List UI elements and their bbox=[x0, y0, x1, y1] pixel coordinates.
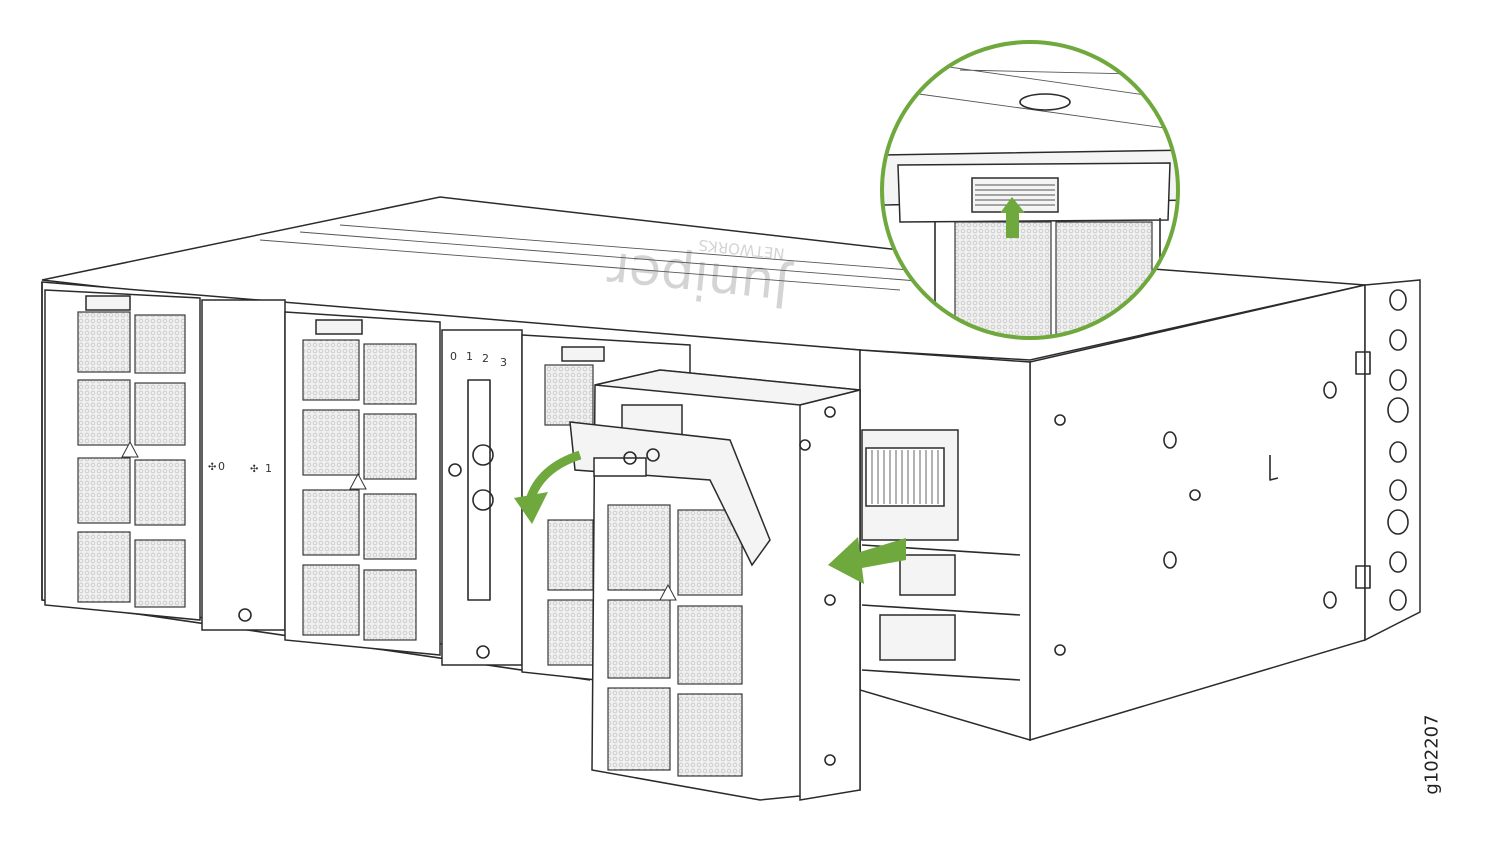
psu-status-panel: 0 1 2 3 bbox=[441, 329, 523, 666]
figure-id-text: g102207 bbox=[1421, 714, 1443, 795]
fan-icon: ✣ bbox=[208, 462, 216, 473]
fan-1-label: 1 bbox=[265, 462, 272, 475]
fan-tray-0 bbox=[44, 289, 201, 621]
curved-arrow-icon bbox=[514, 450, 582, 524]
internal-bay bbox=[861, 429, 1021, 681]
figure-id: g102207 bbox=[1412, 704, 1452, 804]
fan-0-label: 0 bbox=[218, 460, 225, 473]
insert-arrow-icon bbox=[828, 537, 906, 584]
psu-1-label: 1 bbox=[466, 350, 473, 363]
warning-icon bbox=[349, 472, 367, 490]
fan-tray-removed bbox=[569, 369, 861, 801]
ground-icon bbox=[448, 463, 462, 477]
warning-icon bbox=[659, 583, 677, 601]
warning-icon bbox=[121, 440, 139, 458]
fan-label-panel: 0 1 ✣ ✣ bbox=[201, 299, 286, 631]
side-holes bbox=[1054, 381, 1337, 656]
fan-tray-1 bbox=[284, 311, 441, 656]
up-arrow-icon bbox=[1000, 197, 1025, 238]
rack-ear bbox=[1355, 279, 1421, 642]
fan-icon: ✣ bbox=[250, 464, 258, 475]
psu-3-label: 3 bbox=[500, 356, 507, 369]
tray-handle[interactable] bbox=[569, 421, 771, 567]
heatsink bbox=[865, 447, 945, 507]
psu-2-label: 2 bbox=[482, 352, 489, 365]
psu-0-label: 0 bbox=[450, 350, 457, 363]
